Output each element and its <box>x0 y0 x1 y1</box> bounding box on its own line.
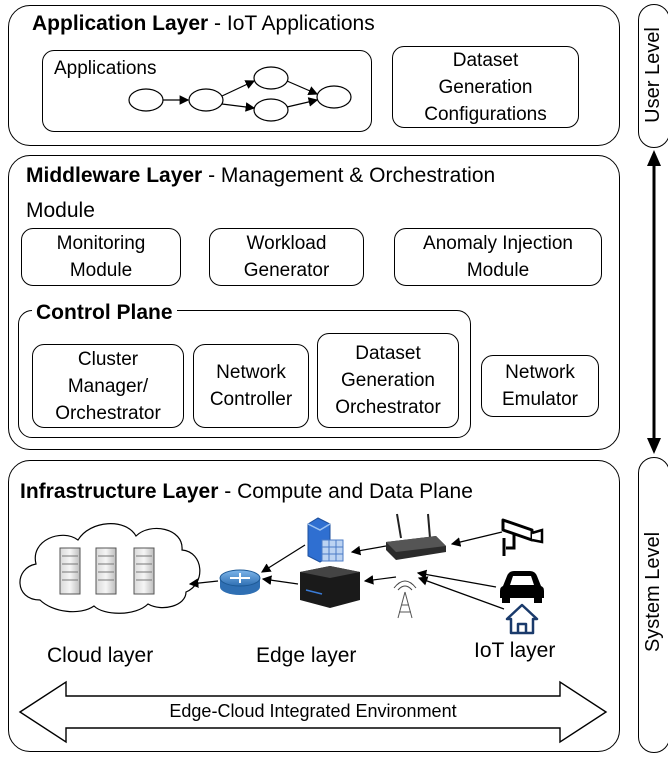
network-controller-box: Network Controller <box>193 344 309 428</box>
cloud-servers-icon <box>19 523 201 614</box>
cluster-manager-box: Cluster Manager/ Orchestrator <box>32 344 184 428</box>
dataset-generation-orchestrator-box: Dataset Generation Orchestrator <box>317 333 459 428</box>
control-plane-title-text: Control Plane <box>36 301 173 324</box>
level-double-arrow <box>647 150 661 454</box>
router-icon <box>219 569 261 595</box>
application-layer-title-rest: - IoT Applications <box>208 12 375 35</box>
infrastructure-layer-title-rest: - Compute and Data Plane <box>218 480 473 503</box>
home-icon <box>505 603 539 635</box>
application-layer-title: Application Layer - IoT Applications <box>32 11 375 37</box>
network-emulator-box: Network Emulator <box>481 355 599 417</box>
control-plane-title: Control Plane <box>32 300 177 326</box>
workload-generator-box: Workload Generator <box>209 228 364 286</box>
infrastructure-layer-title-bold: Infrastructure Layer <box>20 480 219 503</box>
environment-label: Edge-Cloud Integrated Environment <box>169 701 457 721</box>
anomaly-injection-module-box: Anomaly Injection Module <box>394 228 602 286</box>
edge-server-blue-icon <box>307 517 344 563</box>
wifi-router-icon <box>386 513 446 560</box>
edge-layer-label: Edge layer <box>256 644 357 667</box>
camera-icon <box>501 518 544 556</box>
applications-label: Applications <box>54 58 157 79</box>
middleware-layer-title-line2: Module <box>26 199 95 222</box>
car-icon <box>500 571 544 603</box>
edge-server-icon <box>300 566 360 608</box>
middleware-layer-title-bold: Middleware Layer <box>26 164 203 187</box>
application-layer-title-bold: Application Layer <box>32 12 209 35</box>
system-level-pill <box>638 457 668 753</box>
environment-double-arrow <box>18 680 608 744</box>
iot-layer-label: IoT layer <box>474 639 556 662</box>
user-level-pill <box>638 4 668 148</box>
dataset-generation-configurations-box: Dataset Generation Configurations <box>392 46 579 128</box>
cloud-layer-label: Cloud layer <box>47 644 154 667</box>
cell-tower-icon <box>393 580 417 619</box>
monitoring-module-box: Monitoring Module <box>21 228 181 286</box>
middleware-layer-title: Middleware Layer - Management & Orchestr… <box>26 163 495 189</box>
infrastructure-layer-title: Infrastructure Layer - Compute and Data … <box>20 479 473 505</box>
workflow-graph-icon <box>128 66 352 122</box>
middleware-layer-title-rest: - Management & Orchestration <box>202 164 496 187</box>
